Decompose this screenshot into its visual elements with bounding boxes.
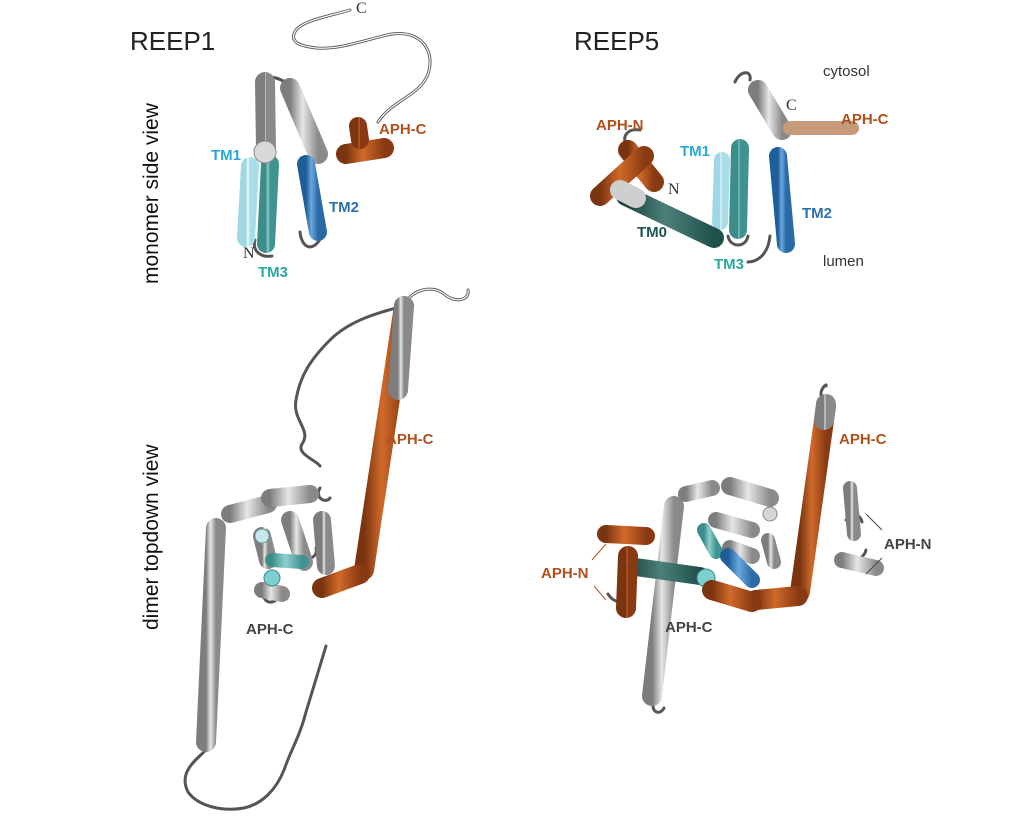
reep5-dimer-structure [591, 383, 884, 714]
lumen-label: lumen [823, 253, 864, 270]
reep5-dimer-aph-n-orange-2 [616, 546, 638, 618]
reep5-dimer-tm-blue-arc [720, 548, 760, 588]
reep1-tm3-helix [257, 155, 279, 253]
reep5-dimer-gray-top-1 [678, 480, 720, 502]
reep5-aph-n-label: APH-N [596, 117, 644, 134]
reep5-dimer-aph-n-gray-callout-1 [865, 513, 883, 531]
reep5-gray-helix-b [748, 80, 792, 140]
reep1-tm2-label: TM2 [329, 199, 359, 216]
reep5-dimer-aph-n-gray-label: APH-N [884, 536, 932, 553]
reep5-dimer-gray-top-2 [721, 477, 779, 507]
reep5-dimer-aph-n-orange-1 [597, 525, 655, 545]
reep5-monomer-structure [590, 71, 862, 264]
reep1-dimer-aph-c-gray-helix [196, 518, 226, 752]
reep5-dimer-aph-c-orange-helix [790, 396, 836, 602]
reep1-dimer-tm-cap-2 [254, 528, 270, 544]
reep5-tm1-helix [712, 152, 730, 230]
reep1-aph-c-helix-3 [349, 117, 369, 149]
reep5-dimer-aph-c-orange-tip [814, 394, 836, 430]
reep1-c-terminal-loop [292, 8, 432, 124]
reep1-dimer-aph-c-gray-label: APH-C [246, 621, 294, 638]
reep1-dimer-tm-teal-helix [265, 553, 309, 569]
reep1-dimer-gray-helix-1 [261, 485, 319, 507]
reep5-dimer-gray-core-2 [722, 540, 760, 564]
reep5-tm-loops [623, 71, 772, 264]
reep5-dimer-gray-cap [762, 506, 778, 522]
reep5-dimer-aph-n-orange-callout-2 [593, 585, 607, 601]
reep5-aph-n-helix-2 [590, 146, 654, 206]
reep5-dimer-aph-c-orange-link-1 [746, 586, 808, 610]
reep1-dimer-gray-helix-3 [313, 511, 335, 575]
reep5-c-terminus-label: C [786, 97, 797, 114]
reep5-tm0-cap [610, 180, 646, 208]
column-title-reep5: REEP5 [574, 26, 659, 56]
row-title-monomer: monomer side view [140, 102, 163, 284]
reep5-aph-c-label: APH-C [841, 111, 889, 128]
reep5-dimer-aph-c-orange-label: APH-C [839, 431, 887, 448]
reep1-dimer-tm-cap-1 [263, 569, 281, 587]
reep5-tm0-label: TM0 [637, 224, 667, 241]
column-title-reep1: REEP1 [130, 26, 215, 56]
reep1-dimer-aph-c-orange-tip [388, 296, 414, 400]
reep5-dimer-aph-n-gray-callout-2 [865, 557, 883, 575]
reep1-monomer-structure [237, 8, 432, 258]
reep1-tm2-helix [297, 155, 327, 241]
reep1-dimer-structure [183, 287, 470, 811]
row-title-dimer: dimer topdown view [140, 444, 163, 630]
reep5-dimer-aph-n-orange-label: APH-N [541, 565, 589, 582]
reep1-tm1-label: TM1 [211, 147, 241, 164]
reep1-aph-c-helix-2 [336, 138, 394, 164]
reep5-tm2-helix [769, 147, 795, 253]
reep5-dimer-aph-c-orange-link-2 [702, 580, 762, 612]
reep5-dimer-aph-c-gray-label: APH-C [665, 619, 713, 636]
reep1-tm3-label: TM3 [258, 264, 288, 281]
reep1-aph-c-label: APH-C [379, 121, 427, 138]
reep5-n-terminus-label: N [668, 181, 680, 198]
reep1-dimer-lower-loop [183, 644, 328, 811]
reep5-tm3-label: TM3 [714, 256, 744, 273]
reep5-dimer-gray-core-3 [761, 533, 781, 569]
reep5-dimer-aph-c-gray-helix [642, 496, 684, 706]
reep1-c-terminus-label: C [356, 0, 367, 17]
reep5-tm2-label: TM2 [802, 205, 832, 222]
reep1-n-terminus-label: N [243, 245, 255, 262]
reep1-dimer-aph-c-orange-link-1 [312, 564, 370, 598]
reep1-gray-helix-b [280, 78, 328, 164]
reep5-dimer-gray-core-1 [708, 512, 760, 538]
cytosol-label: cytosol [823, 63, 870, 80]
reep1-dimer-aph-c-orange-label: APH-C [386, 431, 434, 448]
reep5-tm3-helix [729, 139, 749, 239]
reep1-gray-helix-a [255, 72, 276, 158]
reep1-tm1-helix [237, 157, 259, 247]
reep5-dimer-tm0-helix [619, 557, 709, 585]
reep5-dimer-tm-teal-helix [697, 523, 723, 559]
reep5-dimer-aph-n-orange-callout-1 [591, 543, 607, 561]
reep5-tm1-label: TM1 [680, 143, 710, 160]
reep5-dimer-aph-n-gray-2 [834, 552, 884, 576]
reep1-dimer-aph-c-gray-link [221, 495, 277, 523]
reep5-dimer-aph-n-gray-1 [843, 481, 861, 541]
reep1-tm1-cap [253, 140, 277, 164]
